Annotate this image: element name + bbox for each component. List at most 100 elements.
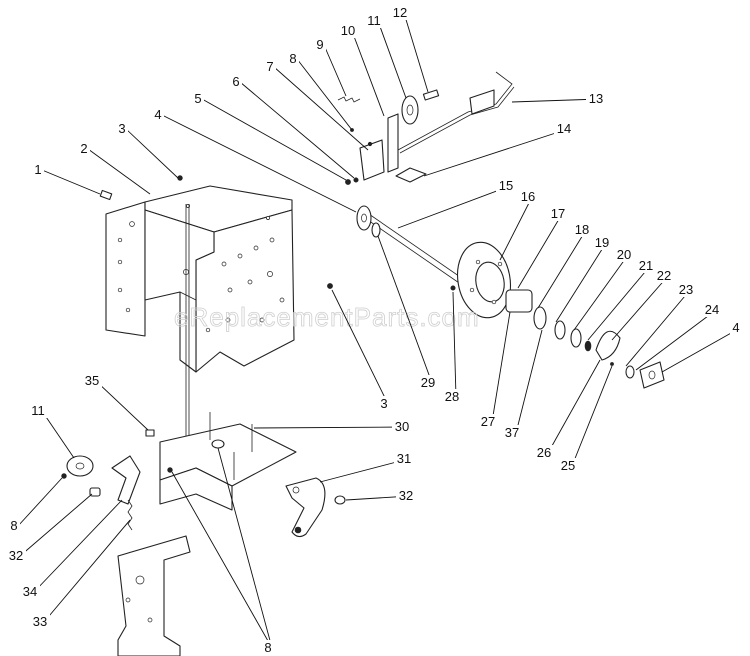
leader-line bbox=[491, 311, 511, 423]
leader-line bbox=[41, 410, 75, 459]
leader-line bbox=[33, 499, 123, 593]
leader-line bbox=[43, 519, 131, 623]
callout-background bbox=[392, 419, 412, 434]
callout-background bbox=[730, 320, 742, 335]
leader-line bbox=[423, 128, 569, 177]
callout-number: 23 bbox=[679, 282, 693, 297]
leader-line bbox=[587, 265, 651, 341]
leader-line bbox=[239, 81, 355, 179]
callout-c1: 1 bbox=[32, 162, 101, 195]
callout-number: 3 bbox=[118, 121, 125, 136]
callout-number: 21 bbox=[639, 258, 653, 273]
leader-line bbox=[351, 30, 385, 117]
callout-number: 4 bbox=[154, 107, 161, 122]
leader-line bbox=[571, 365, 613, 467]
leader-line bbox=[319, 458, 409, 483]
callout-c32a: 32 bbox=[345, 488, 416, 503]
callout-c14: 14 bbox=[423, 121, 574, 177]
callout-background bbox=[418, 375, 438, 390]
callout-number: 15 bbox=[499, 178, 513, 193]
callout-c17: 17 bbox=[517, 206, 568, 289]
bolt-35 bbox=[145, 429, 155, 437]
callout-background bbox=[654, 268, 674, 283]
control-rod-13 bbox=[395, 71, 515, 183]
leader-line bbox=[95, 380, 149, 431]
lower-idler-assembly bbox=[61, 455, 141, 531]
leader-line bbox=[547, 359, 601, 454]
callout-number: 37 bbox=[505, 425, 519, 440]
callout-number: 3 bbox=[380, 396, 387, 411]
callout-background bbox=[378, 396, 390, 411]
callout-c4b: 4 bbox=[661, 320, 742, 373]
callout-background bbox=[676, 282, 696, 297]
leader-line bbox=[377, 20, 407, 99]
leader-line bbox=[87, 148, 151, 195]
callout-number: 29 bbox=[421, 375, 435, 390]
callout-number: 22 bbox=[657, 268, 671, 283]
callout-c20: 20 bbox=[573, 247, 634, 331]
callout-c8a: 8 bbox=[287, 51, 353, 131]
callout-number: 6 bbox=[232, 74, 239, 89]
pulley-bracket-assembly bbox=[337, 89, 440, 185]
nut-3-upper bbox=[177, 175, 183, 181]
callout-number: 33 bbox=[33, 614, 47, 629]
callout-c21: 21 bbox=[587, 258, 656, 341]
callout-background bbox=[702, 302, 722, 317]
housing-frame bbox=[105, 185, 295, 373]
parts-layer: eReplacementParts.com bbox=[61, 71, 665, 656]
callout-background bbox=[338, 23, 358, 38]
watermark-text: eReplacementParts.com bbox=[174, 302, 480, 332]
callout-number: 9 bbox=[316, 37, 323, 52]
leader-line bbox=[217, 447, 273, 649]
leader-line bbox=[452, 291, 457, 398]
callout-background bbox=[636, 258, 656, 273]
callout-c26: 26 bbox=[534, 359, 601, 460]
callout-background bbox=[586, 91, 606, 106]
callout-background bbox=[82, 373, 102, 388]
leader-line bbox=[573, 254, 629, 331]
callout-number: 1 bbox=[34, 162, 41, 177]
callout-number: 31 bbox=[397, 451, 411, 466]
callout-c28: 28 bbox=[442, 291, 462, 404]
callout-background bbox=[152, 107, 164, 122]
callout-number: 11 bbox=[367, 13, 381, 28]
leader-line bbox=[331, 289, 389, 405]
callout-layer: 1234567891011121314151617181920212223244… bbox=[6, 5, 742, 655]
callout-c27: 27 bbox=[478, 311, 511, 429]
callout-number: 32 bbox=[9, 548, 23, 563]
callout-background bbox=[592, 235, 612, 250]
leader-line bbox=[515, 329, 543, 434]
callout-number: 4 bbox=[732, 320, 739, 335]
callout-background bbox=[8, 518, 20, 533]
callout-c12: 12 bbox=[390, 5, 429, 93]
callout-background bbox=[390, 5, 410, 20]
callout-background bbox=[496, 178, 516, 193]
leader-line bbox=[253, 426, 407, 429]
callout-c18: 18 bbox=[537, 222, 592, 309]
callout-c8b: 8 bbox=[8, 477, 63, 533]
callout-background bbox=[478, 414, 498, 429]
callout-number: 24 bbox=[705, 302, 719, 317]
callout-c32b: 32 bbox=[6, 493, 93, 563]
callout-c3a: 3 bbox=[116, 121, 179, 179]
callout-c4a: 4 bbox=[152, 107, 357, 213]
callout-c22: 22 bbox=[611, 268, 674, 341]
callout-background bbox=[192, 91, 204, 106]
callout-number: 25 bbox=[561, 458, 575, 473]
leader-line bbox=[511, 98, 601, 103]
leader-line bbox=[323, 44, 347, 97]
lower-bracket-30 bbox=[159, 412, 297, 511]
callout-background bbox=[30, 614, 50, 629]
leader-line bbox=[517, 213, 563, 289]
callout-number: 32 bbox=[399, 488, 413, 503]
callout-number: 8 bbox=[10, 518, 17, 533]
leader-line bbox=[555, 242, 607, 323]
leader-line bbox=[635, 309, 717, 371]
callout-number: 19 bbox=[595, 235, 609, 250]
callout-background bbox=[572, 222, 592, 237]
leader-line bbox=[403, 12, 429, 93]
callout-c13: 13 bbox=[511, 91, 606, 106]
callout-number: 12 bbox=[393, 5, 407, 20]
callout-c37: 37 bbox=[502, 329, 543, 440]
